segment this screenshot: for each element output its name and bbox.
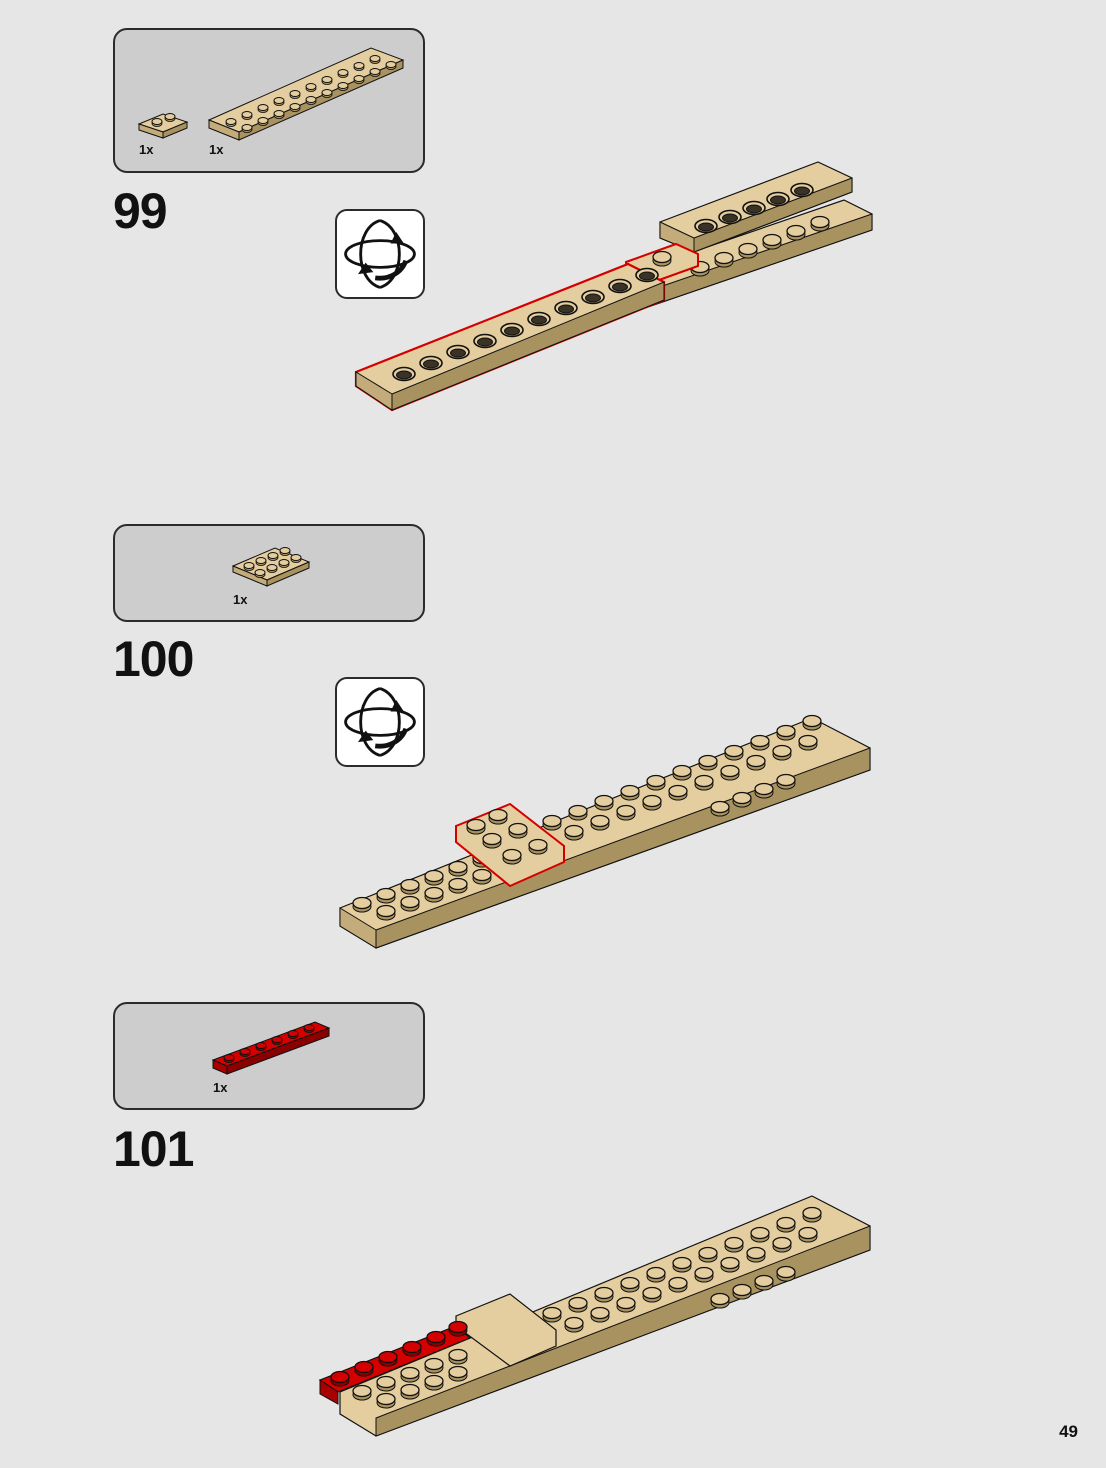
part-quantity: 1x: [213, 1080, 228, 1095]
part-quantity: 1x: [139, 142, 154, 157]
page-number: 49: [1059, 1422, 1078, 1441]
step-number-99: 99: [113, 183, 168, 239]
step-number-100: 100: [113, 631, 194, 687]
rotate-model-icon: [335, 677, 425, 767]
tan-plate-2x4-icon: [231, 547, 311, 587]
parts-callout-art: [137, 47, 405, 141]
part-quantity: 1x: [209, 142, 224, 157]
tan-plate-2x10-icon: [207, 47, 405, 141]
part-quantity: 1x: [233, 592, 248, 607]
red-plate-1x6-icon: [211, 1021, 331, 1075]
step-number-101: 101: [113, 1121, 194, 1177]
rotate-model-icon: [335, 209, 425, 299]
parts-callout-step-101: 1x: [113, 1002, 425, 1110]
tan-plate-1x2-icon: [137, 113, 189, 139]
parts-callout-step-100: 1x: [113, 524, 425, 622]
parts-callout-step-99: 1x 1x: [113, 28, 425, 173]
